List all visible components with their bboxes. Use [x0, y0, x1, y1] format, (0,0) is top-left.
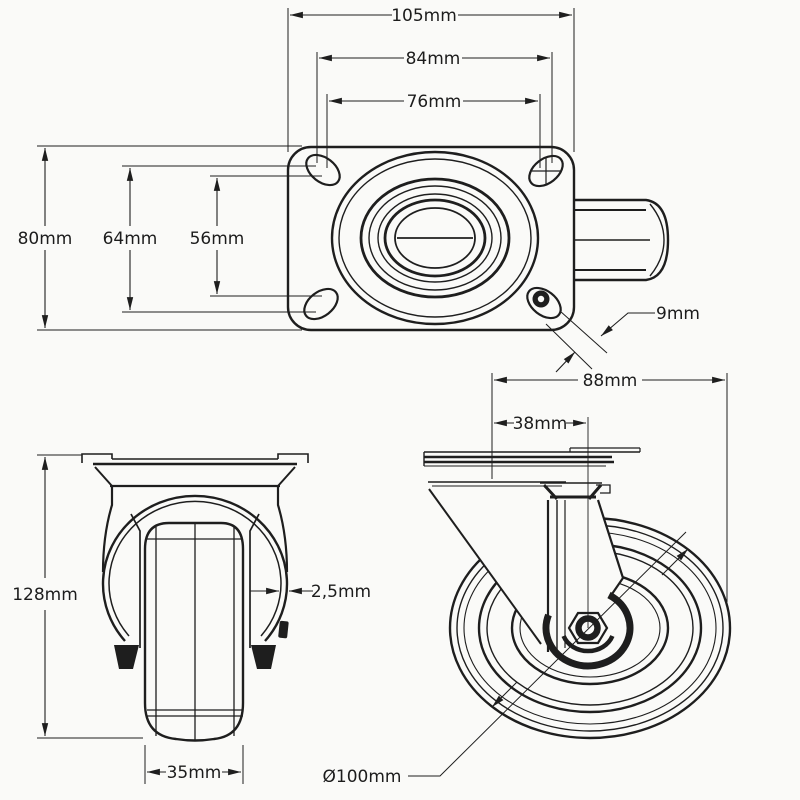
- dim-wheel-diameter-label: Ø100mm: [323, 767, 402, 787]
- bolt-slot-bottom-right: [526, 286, 562, 320]
- dim-bolt-hole-width-label: 9mm: [656, 304, 700, 324]
- dim-bolt-span-outer-x-label: 84mm: [406, 49, 461, 69]
- dim-wheel-width-label: 35mm: [167, 763, 222, 783]
- top-view: 105mm 84mm 76mm 80mm 64mm 56mm 9mm: [18, 6, 700, 373]
- dim-swivel-offset-label: 38mm: [513, 414, 568, 434]
- front-fork: [101, 486, 289, 669]
- bolt-slot-bottom-left: [303, 287, 339, 321]
- dim-plate-length-label: 105mm: [391, 6, 457, 26]
- dim-bolt-span-inner-y-label: 56mm: [190, 229, 245, 249]
- side-view-dimension-lines: [408, 373, 728, 777]
- swivel-bearing-rings: [330, 150, 540, 326]
- dim-bolt-span-inner-x-label: 76mm: [407, 92, 462, 112]
- side-plate-profile: [423, 447, 641, 487]
- side-fork: [428, 488, 625, 652]
- front-wheel: [143, 521, 245, 742]
- mounting-plate-outline: [286, 145, 576, 332]
- front-view: 128mm 2,5mm 35mm: [12, 453, 371, 784]
- fork-foot-left: [114, 645, 139, 669]
- brake-tab: [278, 620, 289, 639]
- bolt-slot-top-left: [305, 153, 341, 187]
- top-view-dimension-lines: [41, 11, 655, 373]
- dim-bolt-span-outer-y-label: 64mm: [103, 229, 158, 249]
- dim-overall-height-label: 128mm: [12, 585, 78, 605]
- dim-fork-thickness-label: 2,5mm: [311, 582, 371, 602]
- fork-foot-right: [251, 645, 276, 669]
- front-plate-profile: [81, 453, 309, 488]
- bolt-slot-top-right: [528, 154, 564, 188]
- bolt-slot-cross-marks: [532, 157, 560, 308]
- wheel-top-profile: [574, 198, 670, 282]
- dim-overall-length-label: 88mm: [583, 371, 638, 391]
- fork-face: [424, 467, 623, 652]
- side-view: 88mm 38mm Ø100mm: [323, 371, 732, 787]
- front-view-dimension-lines: [37, 454, 313, 784]
- top-view-extension-lines: [37, 8, 575, 331]
- dim-plate-width-label: 80mm: [18, 229, 73, 249]
